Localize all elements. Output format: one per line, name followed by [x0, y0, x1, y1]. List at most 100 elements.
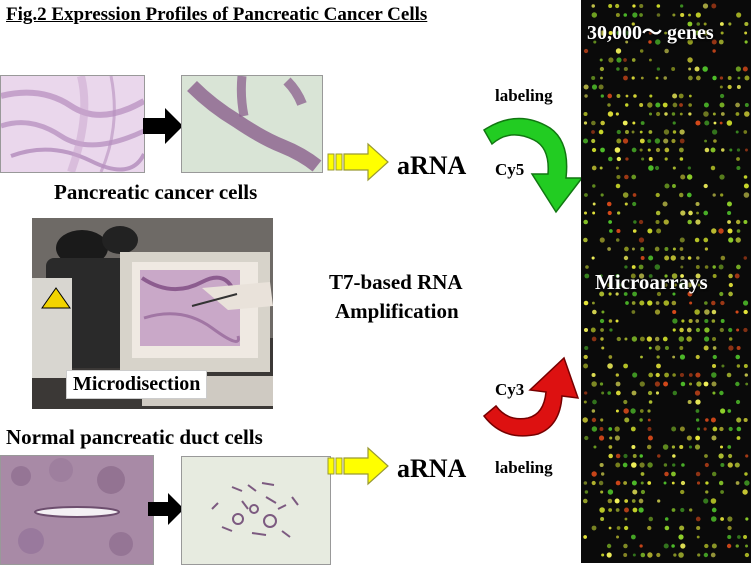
microarray-spot [638, 273, 645, 279]
microarray-spot [606, 543, 612, 549]
microarray-spot [686, 336, 692, 342]
microarray-spot [599, 291, 605, 297]
microarray-spot [679, 525, 685, 531]
microarray-spot [704, 247, 709, 251]
microarray-spot [647, 418, 651, 422]
microarray-spot [623, 66, 628, 72]
microarray-spot [664, 517, 669, 521]
microarray-spot [631, 147, 637, 153]
microarray-spot [615, 112, 619, 116]
microarray-spot [711, 228, 717, 234]
microarray-spot [696, 211, 699, 215]
microarray-spot [663, 381, 669, 387]
microarray-spot [647, 409, 651, 413]
microarray-spot [728, 273, 733, 279]
microarray-spot [672, 93, 678, 99]
microarray-spot [735, 130, 739, 134]
microarray-spot [608, 30, 613, 36]
microarray-spot [664, 112, 668, 116]
microarray-spot [583, 111, 588, 117]
microarray-spot [696, 381, 702, 387]
microarray-spot [726, 372, 732, 378]
microarray-spot [719, 76, 724, 80]
microarray-spot [624, 202, 628, 206]
microarray-spot [656, 228, 662, 234]
microarray-spot [679, 129, 685, 135]
microarray-spot [616, 31, 621, 35]
microarray-spot [671, 67, 676, 71]
microarray-spot [600, 328, 604, 332]
microarray-spot [703, 183, 708, 189]
microarray-spot [640, 481, 644, 485]
microarray-spot [721, 364, 725, 368]
microarray-spot [631, 499, 636, 503]
microarray-spot [615, 319, 619, 323]
microarray-spot [687, 291, 693, 297]
labeling-bottom: labeling [495, 458, 553, 477]
microarray-spot [719, 327, 724, 333]
microarray-spot [727, 210, 732, 216]
microarray-spot [726, 201, 732, 207]
amplification-line2: Amplification [335, 299, 459, 323]
microarray-spot [736, 346, 741, 350]
microarray-spot [598, 129, 604, 135]
microarray-spot [592, 309, 597, 315]
microarray-spot [592, 184, 596, 188]
microarray-spot [688, 13, 691, 17]
microarray-spot [615, 3, 620, 9]
microarray-spot [694, 66, 700, 72]
microarray-spot [711, 507, 717, 513]
microarray-spot [743, 364, 748, 368]
microarray-spot [631, 445, 636, 449]
microarray-spot [719, 85, 723, 89]
microarray-spot [696, 256, 700, 260]
normal-tissue-texture [1, 456, 153, 564]
microarray-spot [719, 102, 725, 108]
microarray-spot [599, 66, 605, 72]
microarray-spot [663, 481, 667, 485]
microarray-spot [599, 462, 604, 468]
microarray-spot [623, 58, 627, 62]
microarray-spot [712, 337, 717, 341]
microarray-spot [656, 363, 661, 369]
microarray-spot [680, 174, 686, 180]
microarray-spot [671, 426, 677, 432]
microarray-spot [640, 76, 644, 80]
microarray-spot [672, 328, 676, 332]
microarray-spot [672, 309, 677, 315]
microarray-spot [646, 444, 652, 450]
microarray-spot [615, 390, 621, 396]
microarray-spot [736, 328, 740, 332]
microarray-spot [743, 130, 748, 134]
microarray-spot [672, 355, 676, 359]
microarray-spot [639, 103, 644, 107]
microarray-spot [664, 525, 670, 531]
microarray-spot [687, 57, 693, 63]
microarray-spot [639, 13, 643, 17]
microarray-spot [744, 103, 749, 107]
microarray-spot [688, 67, 692, 71]
microarray-spot [704, 139, 707, 143]
microarray-spot [679, 192, 684, 198]
microarray-spot [734, 462, 740, 468]
microarray-spot [647, 435, 653, 441]
microarray-spot [606, 201, 612, 207]
dissected-cancer-image [181, 75, 323, 173]
microarray-spot [646, 336, 652, 342]
microarray-spot [681, 463, 685, 467]
microarray-spot [736, 157, 740, 161]
microarray-spot [608, 355, 613, 359]
microarray-spot [632, 283, 636, 287]
microarray-spot [649, 94, 653, 98]
microarray-spot [743, 175, 748, 179]
microarray-spot [680, 265, 684, 269]
microarray-spot [584, 94, 588, 98]
microarray-spot [623, 408, 629, 414]
microarray-spot [713, 121, 717, 125]
microarray-spot [615, 274, 620, 278]
microarray-spot [712, 75, 717, 81]
microarray-spot [735, 66, 741, 72]
microarray-spot [591, 75, 596, 81]
microarray-spot [656, 67, 661, 71]
microarray-spot [623, 255, 629, 261]
